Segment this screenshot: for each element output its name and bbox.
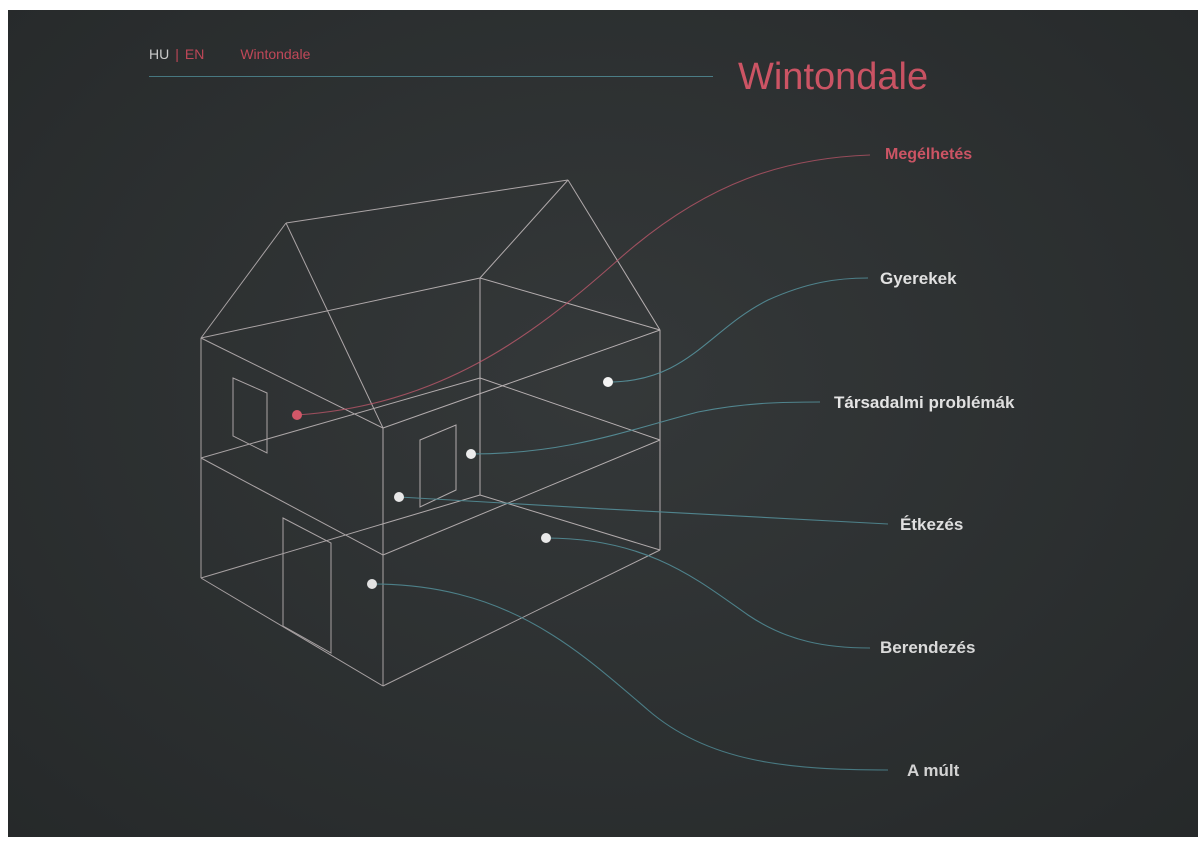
hotspot-berendezes[interactable] (541, 533, 551, 543)
hotspot-megelhetes[interactable] (292, 410, 302, 420)
topic-label-amult[interactable]: A múlt (907, 761, 960, 780)
language-separator: | (175, 46, 179, 62)
topic-label-etkezes[interactable]: Étkezés (900, 515, 964, 534)
connector-tarsadalmi (470, 401, 821, 455)
header-divider (149, 76, 713, 77)
app-screen: HU | EN Wintondale Wintondale (8, 10, 1198, 837)
connector-etkezes (398, 496, 889, 525)
topic-label-gyerekek[interactable]: Gyerekek (880, 269, 957, 288)
language-hu-link[interactable]: HU (149, 46, 170, 62)
topic-label-berendezes[interactable]: Berendezés (880, 638, 976, 657)
connector-berendezes (545, 537, 871, 649)
page-title: Wintondale (738, 56, 929, 98)
topic-label-megelhetes[interactable]: Megélhetés (885, 146, 973, 163)
house-diagram (200, 154, 889, 771)
connector-megelhetes (296, 154, 871, 416)
language-en-link[interactable]: EN (184, 46, 205, 62)
topic-label-tarsadalmi[interactable]: Társadalmi problémák (834, 393, 1015, 412)
hotspot-gyerekek[interactable] (603, 377, 613, 387)
connector-amult (371, 583, 889, 771)
top-navigation: HU | EN Wintondale (149, 46, 310, 62)
hotspot-tarsadalmi[interactable] (466, 449, 476, 459)
connector-gyerekek (607, 277, 869, 383)
connector-lines (296, 154, 889, 771)
hotspot-etkezes[interactable] (394, 492, 404, 502)
hotspot-amult[interactable] (367, 579, 377, 589)
house-wireframe (200, 179, 661, 687)
topic-hotspots (292, 377, 613, 589)
breadcrumb-wintondale[interactable]: Wintondale (240, 46, 311, 62)
